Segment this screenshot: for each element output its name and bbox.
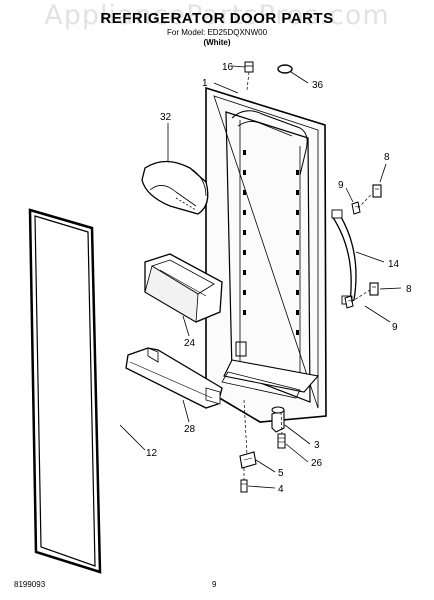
model-line: For Model: ED25DQXNW00 [166,28,268,37]
callout-12: 12 [146,448,158,459]
door-handle [331,209,357,305]
hinge-bracket [239,451,257,469]
callout-36: 36 [312,80,324,91]
page-title: REFRIGERATOR DOOR PARTS [100,10,334,27]
callout-numbers: 16 36 1 32 8 9 14 8 9 24 28 12 3 26 5 4 [146,62,412,495]
callout-9-lower: 9 [392,322,398,333]
door-bin-24 [144,253,223,323]
callout-14: 14 [388,259,400,270]
handle-trim-upper [372,184,382,198]
watermark: AppliancePartsPros.com [44,0,390,31]
door-gasket [28,208,102,574]
shelf-rail-holes [243,150,299,335]
bottom-hinge-pin [277,433,286,449]
hinge-screw [240,479,248,493]
handle-trim-lower [369,282,379,296]
callout-1: 1 [202,78,208,89]
callout-16: 16 [222,62,234,73]
assembly-lines [243,71,373,480]
callout-8-lower: 8 [406,284,412,295]
callout-32: 32 [160,112,172,123]
handle-screw-upper [351,201,361,215]
callout-leaders [119,65,402,489]
document-number: 8199093 [14,580,46,589]
handle-screw-lower [344,295,354,309]
callout-24: 24 [184,338,196,349]
callout-28: 28 [184,424,196,435]
door-ring [277,64,293,74]
refrigerator-door [205,86,327,423]
dairy-door [141,160,209,215]
door-bin-28 [125,347,223,409]
callout-4: 4 [278,484,284,495]
callout-26: 26 [311,458,323,469]
callout-5: 5 [278,468,284,479]
page-number: 9 [212,580,217,589]
callout-3: 3 [314,440,320,451]
color-label: (White) [203,38,231,47]
callout-9-upper: 9 [338,180,344,191]
callout-8-upper: 8 [384,152,390,163]
bottom-hinge-bushing [271,406,285,433]
top-hinge-screw [244,61,254,73]
